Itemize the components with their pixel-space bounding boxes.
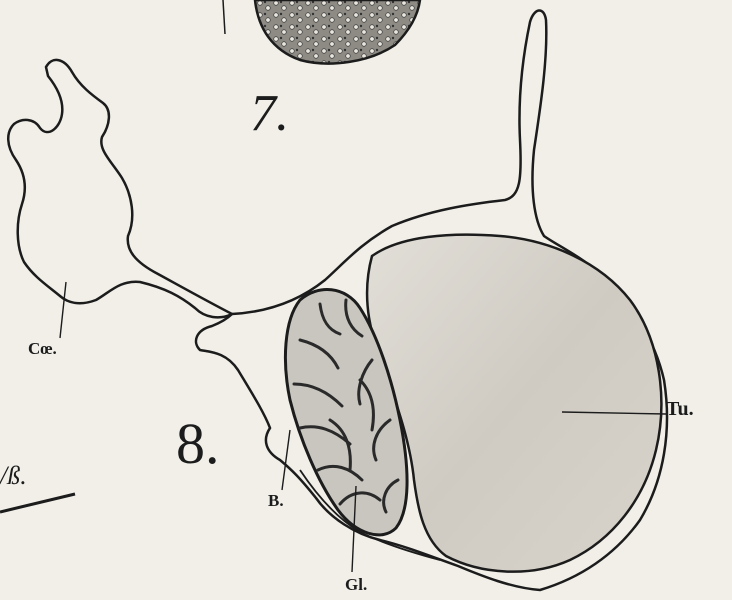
coelom-outline (8, 60, 232, 317)
figure-8-number: 8. (176, 415, 220, 473)
figure-7-number: 7. (250, 88, 289, 140)
figure-7-cell-mass (223, 0, 420, 64)
label-b: B. (268, 492, 284, 509)
edge-stroke (0, 494, 75, 512)
tumor-mass (367, 235, 661, 572)
label-tu: Tu. (666, 399, 694, 419)
label-gl: Gl. (345, 576, 367, 593)
b-leader (282, 430, 290, 490)
coe-leader (60, 282, 66, 338)
edge-fragment-label: /ß. (0, 463, 27, 489)
label-coe: Cœ. (28, 340, 57, 357)
